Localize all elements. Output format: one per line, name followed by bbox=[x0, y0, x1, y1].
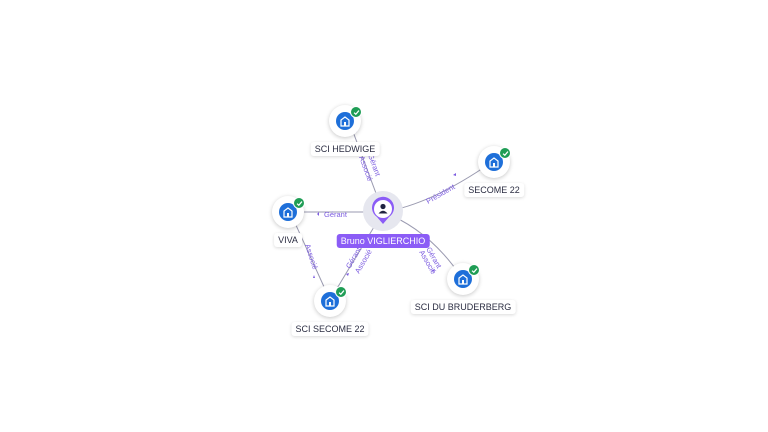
edge-label-secome-1: Président bbox=[425, 182, 458, 206]
company-label: SCI HEDWIGE bbox=[310, 142, 380, 156]
active-check-icon bbox=[350, 106, 362, 118]
arrow-viva bbox=[317, 212, 319, 216]
building-icon bbox=[336, 112, 354, 130]
active-check-icon bbox=[499, 147, 511, 159]
arrow-secome bbox=[453, 173, 456, 176]
edge-label-viva-1: Gérant bbox=[324, 210, 348, 219]
center-name-label: Bruno VIGLIERCHIO bbox=[336, 234, 430, 248]
company-label: SECOME 22 bbox=[464, 183, 524, 197]
person-pin-icon bbox=[372, 196, 394, 224]
company-label: VIVA bbox=[274, 233, 302, 247]
building-icon bbox=[321, 292, 339, 310]
arrow-viva-scisecome bbox=[313, 275, 315, 278]
company-label: SCI DU BRUDERBERG bbox=[410, 300, 516, 314]
active-check-icon bbox=[468, 264, 480, 276]
building-icon bbox=[454, 270, 472, 288]
edge-label-viva-scisecome-1: Associé bbox=[303, 243, 320, 271]
active-check-icon bbox=[335, 286, 347, 298]
active-check-icon bbox=[293, 197, 305, 209]
arrow-scisecome bbox=[346, 273, 349, 276]
arrow-bruderberg bbox=[432, 269, 435, 272]
building-icon bbox=[279, 203, 297, 221]
company-label: SCI SECOME 22 bbox=[291, 322, 369, 336]
building-icon bbox=[485, 153, 503, 171]
